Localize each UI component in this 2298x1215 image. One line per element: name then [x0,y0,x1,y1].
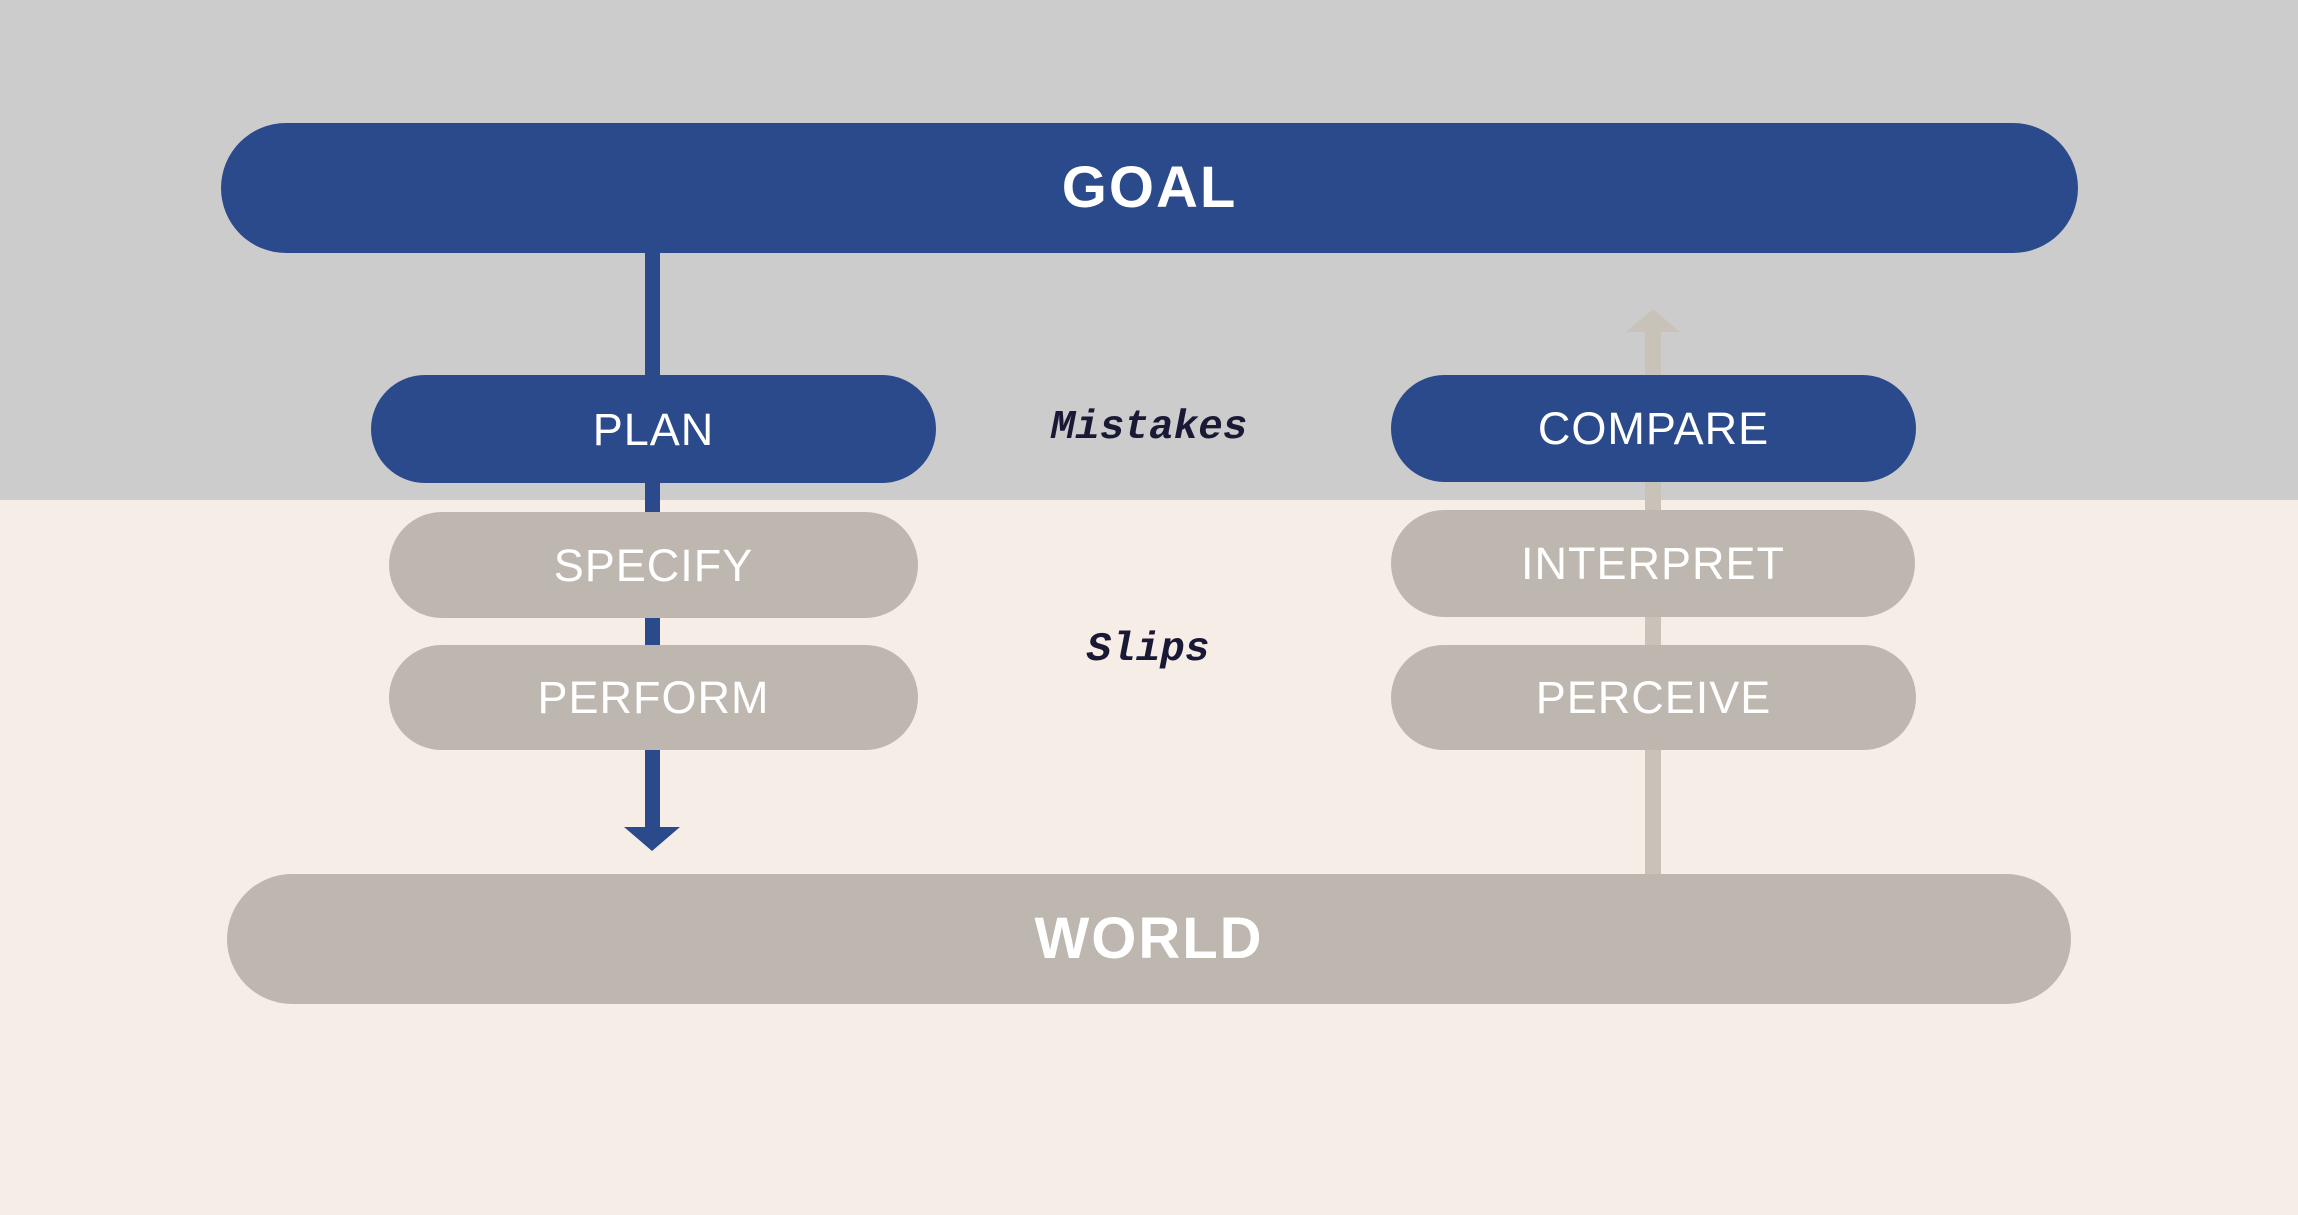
down-arrowhead-icon [624,827,680,851]
interpret-pill: INTERPRET [1391,510,1915,617]
compare-label: COMPARE [1537,403,1770,454]
perform-pill: PERFORM [389,645,918,750]
plan-label: PLAN [592,403,715,455]
goal-pill: GOAL [221,123,2078,253]
world-pill: WORLD [227,874,2071,1004]
specify-label: SPECIFY [553,539,754,591]
up-arrowhead-icon [1626,309,1680,332]
specify-pill: SPECIFY [389,512,918,618]
perform-label: PERFORM [537,672,770,723]
perceive-label: PERCEIVE [1535,672,1772,723]
slips-label: Slips [1086,627,1210,673]
lower-background [0,500,2298,1215]
perceive-pill: PERCEIVE [1391,645,1916,750]
plan-pill: PLAN [371,375,936,483]
compare-pill: COMPARE [1391,375,1916,482]
mistakes-label: Mistakes [1050,405,1248,451]
world-label: WORLD [1034,906,1264,971]
goal-label: GOAL [1061,155,1238,220]
interpret-label: INTERPRET [1520,538,1785,589]
